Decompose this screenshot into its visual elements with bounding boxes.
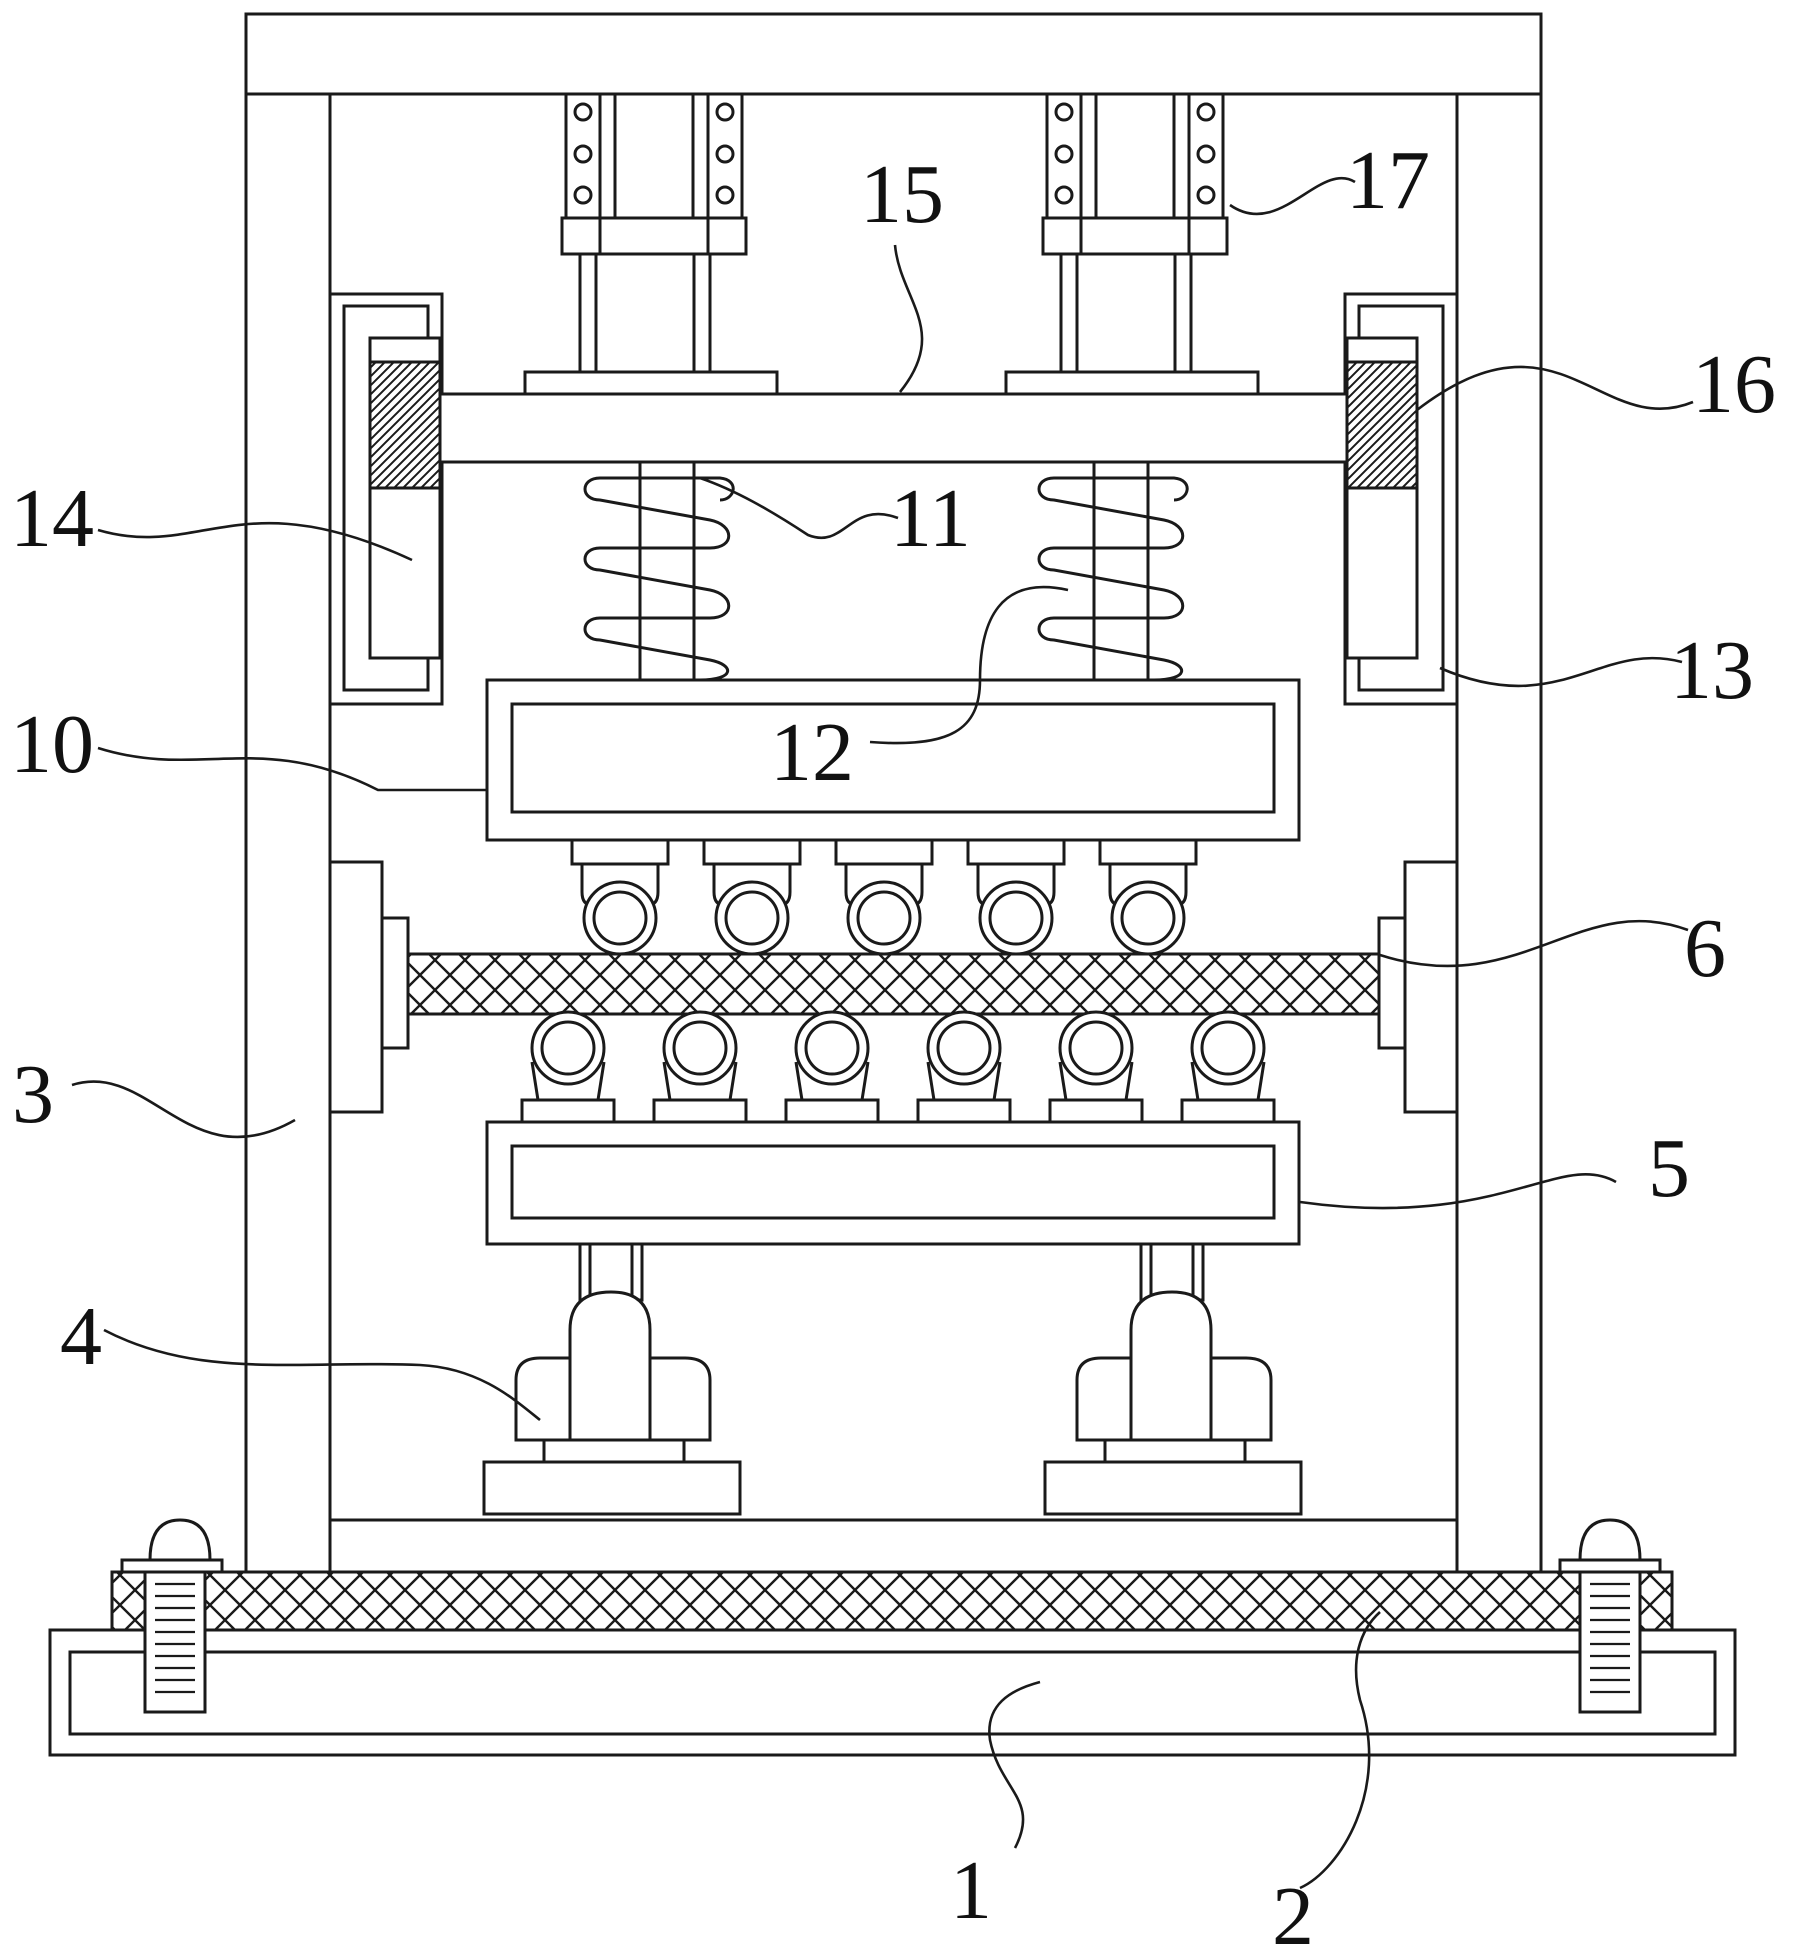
lower-rollers [520, 1010, 1276, 1124]
label-15: 16 [1692, 338, 1776, 431]
label-17: 17 [1346, 134, 1430, 227]
anchor-bolt-left [120, 1518, 224, 1714]
guide-rail-left [328, 292, 444, 706]
upper-press-plate [485, 678, 1301, 842]
workpiece-strip [406, 952, 1381, 1016]
anti-slip-pad [110, 1570, 1674, 1632]
frame [244, 12, 1543, 1574]
label-12: 12 [770, 706, 854, 799]
spring-rod-right [1037, 460, 1189, 682]
leader-lines [71, 176, 1694, 1890]
spring-rod-left [583, 460, 735, 682]
base-plate [48, 1628, 1737, 1757]
cylinder-left [523, 92, 779, 396]
anchor-bolt-right [1558, 1518, 1662, 1714]
label-5: 5 [1648, 1122, 1690, 1215]
guide-rail-right [1343, 292, 1459, 706]
lifting-cylinder-left [482, 1242, 742, 1516]
part-labels: 15 17 16 14 11 13 12 10 6 3 5 4 1 2 [10, 134, 1776, 1956]
moving-beam [438, 392, 1349, 464]
label-11: 11 [890, 472, 971, 565]
label-2: 2 [1272, 1870, 1314, 1956]
label-13: 13 [1670, 624, 1754, 717]
label-6: 6 [1684, 902, 1726, 995]
cylinder-right [1004, 92, 1260, 396]
label-14: 14 [10, 472, 94, 565]
lifting-cylinder-right [1043, 1242, 1303, 1516]
label-1: 1 [950, 1844, 992, 1937]
label-10: 10 [10, 698, 94, 791]
label-16: 15 [860, 148, 944, 241]
upper-rollers [570, 838, 1198, 956]
label-3: 3 [12, 1048, 54, 1141]
label-4: 4 [60, 1290, 102, 1383]
lower-support-plate [485, 1120, 1301, 1246]
